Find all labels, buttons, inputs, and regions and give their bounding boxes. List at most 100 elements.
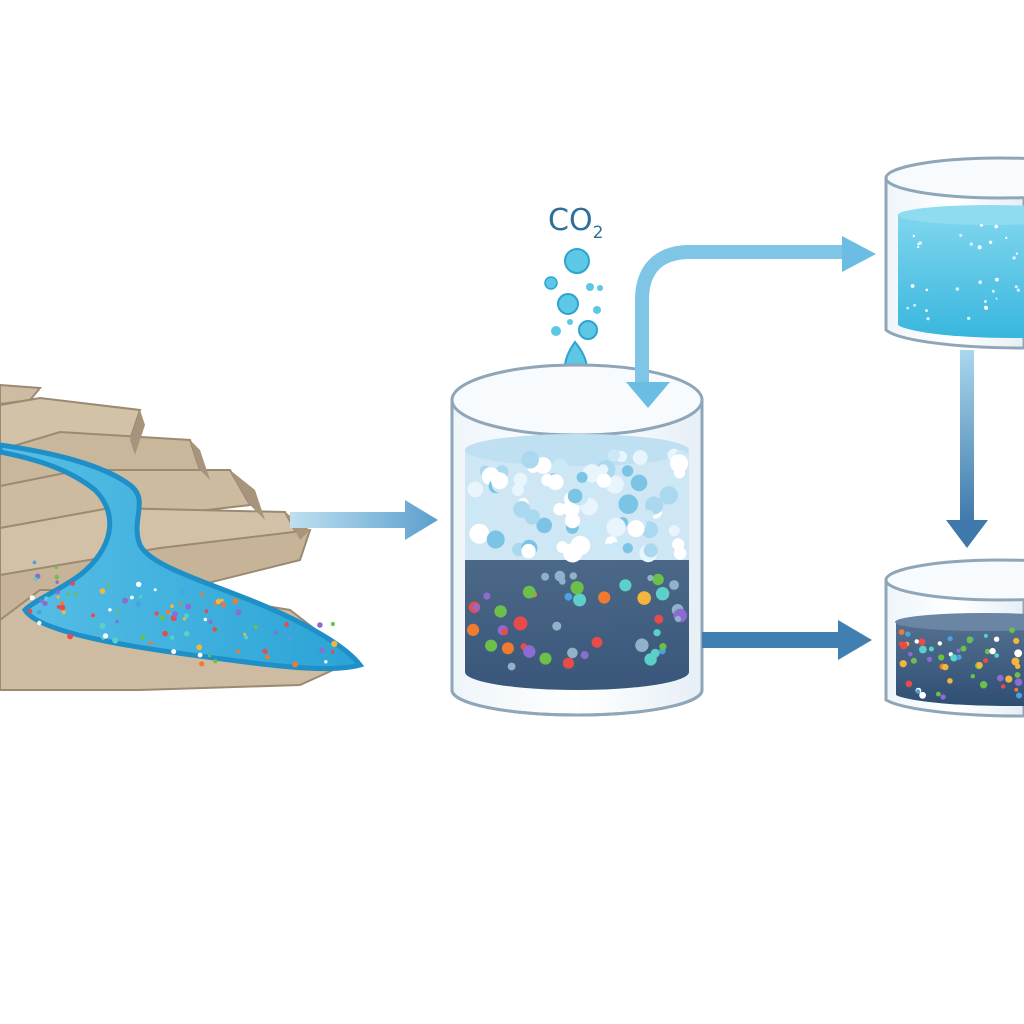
- particle: [598, 464, 609, 475]
- particle: [955, 287, 960, 291]
- particle: [914, 639, 919, 644]
- particle: [915, 689, 921, 694]
- particle: [938, 654, 945, 661]
- clear-water-container-icon: [884, 156, 1024, 350]
- particle: [928, 646, 934, 652]
- particle: [130, 595, 134, 600]
- particle: [905, 631, 911, 637]
- particle: [900, 641, 908, 650]
- particle: [99, 622, 106, 629]
- particle: [936, 691, 941, 697]
- particle: [486, 530, 505, 549]
- particle: [44, 596, 49, 601]
- particle: [632, 450, 648, 465]
- inflow-arrow: [290, 500, 438, 540]
- particle: [212, 627, 217, 632]
- particle: [162, 630, 168, 637]
- particle: [469, 523, 490, 544]
- particle: [910, 284, 915, 288]
- particle: [947, 678, 953, 684]
- particle: [912, 234, 915, 238]
- particle: [236, 649, 240, 654]
- particle: [643, 543, 658, 558]
- particle: [991, 289, 995, 293]
- particle: [235, 609, 242, 616]
- particle: [541, 572, 550, 581]
- particle: [670, 454, 689, 473]
- particle: [567, 488, 583, 504]
- particle: [905, 680, 913, 688]
- particle: [976, 662, 983, 669]
- particle: [1014, 687, 1019, 692]
- particle: [966, 636, 973, 642]
- particle: [668, 525, 680, 537]
- particle: [287, 635, 293, 641]
- particle: [947, 636, 953, 642]
- co2-label-subscript: 2: [593, 223, 604, 243]
- particle: [324, 660, 328, 664]
- particle: [521, 450, 539, 469]
- co2-label: CO2: [548, 203, 603, 243]
- particle: [317, 622, 323, 628]
- particle: [925, 309, 928, 313]
- particle: [919, 691, 926, 699]
- particle: [56, 604, 61, 610]
- particle: [56, 595, 60, 599]
- particle: [153, 588, 157, 592]
- particle: [536, 517, 552, 534]
- clear-water-specks: [906, 223, 1020, 321]
- particle: [33, 577, 38, 582]
- particle: [1016, 288, 1020, 292]
- particle: [523, 645, 536, 658]
- particle: [567, 647, 578, 659]
- particle: [918, 638, 926, 646]
- particle: [507, 662, 516, 671]
- particle: [262, 648, 268, 654]
- particle: [956, 648, 961, 653]
- particle: [1001, 684, 1006, 689]
- particle: [956, 654, 962, 660]
- particle: [552, 458, 568, 475]
- particle: [659, 643, 667, 651]
- particle: [116, 609, 120, 613]
- particle: [1014, 672, 1021, 678]
- particle: [1015, 252, 1018, 255]
- particle: [467, 502, 485, 520]
- particle: [139, 595, 143, 599]
- particle: [984, 648, 991, 655]
- particle: [54, 574, 60, 580]
- particle: [647, 574, 654, 582]
- particle: [984, 305, 987, 308]
- particle: [513, 472, 528, 487]
- particle: [606, 517, 626, 537]
- particle: [215, 598, 222, 605]
- particle: [562, 657, 575, 669]
- particle: [564, 513, 581, 529]
- particle: [467, 481, 484, 498]
- particle: [988, 240, 993, 244]
- particle: [199, 661, 205, 667]
- particle: [170, 604, 174, 608]
- particle: [37, 620, 42, 626]
- particle: [494, 605, 507, 618]
- particle: [619, 579, 632, 592]
- particle: [36, 609, 42, 615]
- particle: [1009, 627, 1015, 633]
- particle: [244, 635, 249, 640]
- foam-layer: [467, 448, 689, 563]
- particle: [115, 619, 119, 624]
- particle: [960, 645, 967, 652]
- particle: [925, 288, 929, 292]
- particle: [170, 635, 175, 640]
- particle: [621, 465, 634, 477]
- particle: [501, 642, 514, 655]
- particle: [584, 520, 604, 540]
- particle: [569, 572, 577, 580]
- particle: [165, 609, 171, 615]
- down-flow-arrow: [946, 350, 988, 548]
- particle: [602, 543, 614, 555]
- particle: [253, 625, 258, 630]
- particle: [576, 471, 588, 483]
- particle: [989, 647, 996, 655]
